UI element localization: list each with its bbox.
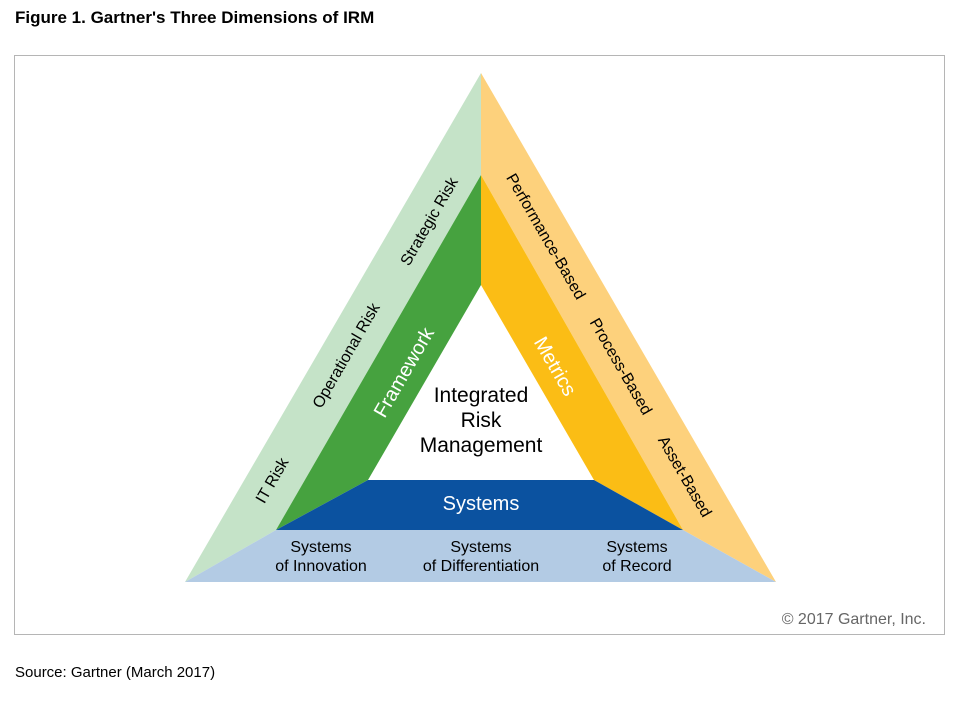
- systems-band: [276, 480, 683, 530]
- center-label-line-1: Integrated: [434, 384, 529, 407]
- systems-of-record-line-1: Systems: [606, 539, 667, 556]
- systems-of-innovation-line-2: of Innovation: [275, 558, 367, 575]
- diagram-frame: [14, 55, 945, 635]
- risk-band: [185, 73, 481, 582]
- framework-band: [276, 175, 481, 530]
- copyright-notice: © 2017 Gartner, Inc.: [782, 611, 926, 628]
- metrics-band: [481, 175, 683, 530]
- metric-type-band: [481, 73, 776, 582]
- systems-of-record-line-2: of Record: [602, 558, 671, 575]
- systems-label: Systems: [443, 493, 520, 515]
- center-label-line-2: Risk: [461, 409, 502, 432]
- system-type-band: [185, 530, 776, 582]
- systems-of-differentiation-line-1: Systems: [450, 539, 511, 556]
- figure-title: Figure 1. Gartner's Three Dimensions of …: [15, 8, 375, 27]
- center-label-line-3: Management: [420, 434, 543, 457]
- source-note: Source: Gartner (March 2017): [15, 664, 216, 681]
- systems-of-differentiation-line-2: of Differentiation: [423, 558, 539, 575]
- systems-of-innovation-line-1: Systems: [290, 539, 351, 556]
